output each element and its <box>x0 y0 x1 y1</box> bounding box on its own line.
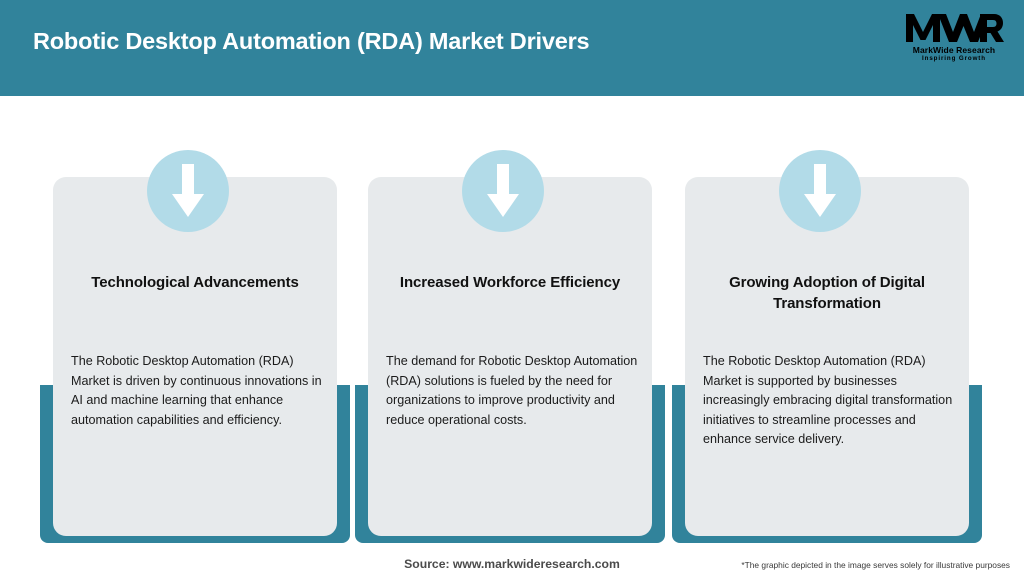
footer-source-text[interactable]: Source: www.markwideresearch.com <box>404 557 620 571</box>
page-title: Robotic Desktop Automation (RDA) Market … <box>33 28 590 54</box>
card-title: Technological Advancements <box>91 274 299 291</box>
brand-logo: MarkWide Research Inspiring Growth <box>901 10 1007 68</box>
card-surface: Growing Adoption of Digital Transformati… <box>685 177 969 536</box>
card-description: The Robotic Desktop Automation (RDA) Mar… <box>71 354 322 427</box>
logo-tagline: Inspiring Growth <box>922 55 986 62</box>
card-title: Increased Workforce Efficiency <box>399 274 621 291</box>
down-arrow-icon <box>487 164 519 217</box>
down-arrow-icon <box>172 164 204 217</box>
card-description: The Robotic Desktop Automation (RDA) Mar… <box>703 354 953 447</box>
down-arrow-icon <box>804 164 836 217</box>
driver-card[interactable]: Growing Adoption of Digital Transformati… <box>672 150 982 546</box>
card-title: Growing Adoption of Digital Transformati… <box>729 274 925 312</box>
down-arrow-badge <box>779 150 861 232</box>
driver-card[interactable]: Increased Workforce Efficiency The deman… <box>355 150 665 546</box>
card-surface: Increased Workforce Efficiency The deman… <box>368 177 652 536</box>
logo-company-name: MarkWide Research <box>912 45 996 55</box>
card-surface: Technological Advancements The Robotic D… <box>53 177 337 536</box>
footer-disclaimer-text: *The graphic depicted in the image serve… <box>741 560 1010 570</box>
driver-card[interactable]: Technological Advancements The Robotic D… <box>40 150 350 546</box>
down-arrow-badge <box>462 150 544 232</box>
mwr-monogram-icon <box>906 14 1004 42</box>
header-bar <box>0 0 1024 96</box>
card-description: The demand for Robotic Desktop Automatio… <box>386 354 638 427</box>
down-arrow-badge <box>147 150 229 232</box>
